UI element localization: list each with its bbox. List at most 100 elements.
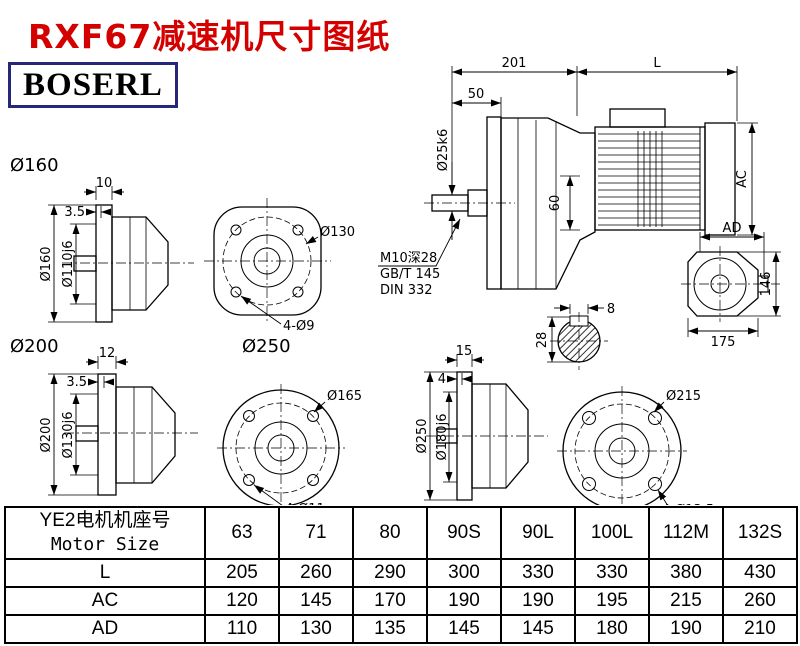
row-label: AC [4,586,206,616]
table-cell: 330 [500,558,576,588]
note-gbt145: GB/T 145 [380,267,440,282]
dim-4-o9: 4-Ø9 [283,319,314,334]
dim-o200: Ø200 [39,417,54,452]
motor-terminal-box [609,108,666,128]
flange200-label: Ø200 [10,336,59,357]
bolt-hole [230,224,242,236]
flange200-side-view: 12 3.5 Ø200 Ø130j6 [39,346,198,496]
row-label: AD [4,614,206,644]
bolt-hole [307,474,319,486]
shaft-key-section: 8 28 [535,302,615,370]
table-cell: 145 [426,614,502,644]
dim-key-28: 28 [535,332,550,349]
dim-15: 15 [456,344,473,359]
table-cell: 190 [648,614,724,644]
table-cell: 205 [204,558,280,588]
table-cell: 300 [426,558,502,588]
end-view: AD 146 175 [681,221,781,350]
dim-4-o11: 4-Ø11 [285,502,325,505]
motor-size-header-cn: YE2电机机座号 [39,510,171,531]
flange250-side-view: 15 4 Ø250 Ø180j6 [415,344,548,501]
size-header-cell: 80 [352,506,428,560]
page-title: RXF67减速机尺寸图纸 [28,17,391,56]
bolt-hole [648,477,662,491]
flange160-label: Ø160 [10,155,59,176]
flange200-plate [97,373,117,496]
table-cell: 130 [278,614,354,644]
dim-o110j6: Ø110j6 [61,241,76,288]
bolt-hole [582,411,596,425]
flange160-body [111,216,169,311]
flange160-side-view: 10 3.5 Ø160 Ø110j6 [39,176,194,323]
table-cell: 145 [278,586,354,616]
table-cell: 430 [722,558,798,588]
bolt-hole [230,286,242,298]
boserl-logo: BOSERL [8,62,178,108]
table-cell: 135 [352,614,428,644]
table-cell: 260 [278,558,354,588]
dim-o160: Ø160 [39,246,54,281]
dim-3-5-b: 3.5 [66,375,87,390]
dim-key-width-8: 8 [607,302,615,317]
flange160-shaft [73,255,97,272]
dim-175: 175 [711,335,736,350]
motor-fan-cover [704,122,736,236]
table-cell: 145 [500,614,576,644]
size-header-cell: 112M [648,506,724,560]
dim-50: 50 [468,87,485,102]
gearbox-housing [500,117,596,290]
dim-o165: Ø165 [327,389,362,404]
table-cell: 380 [648,558,724,588]
flange160-front-view: Ø130 4-Ø9 [204,198,355,334]
dim-10: 10 [96,176,113,191]
dim-4: 4 [438,372,446,387]
table-cell: 170 [352,586,428,616]
table-header-row: YE2电机机座号 Motor Size 63 71 80 90S 90L 100… [4,506,798,560]
size-header-cell: 63 [204,506,280,560]
size-header-cell: 132S [722,506,798,560]
dim-o180j6: Ø180j6 [435,414,450,461]
logo-text: BOSERL [23,66,163,103]
dim-o215: Ø215 [666,389,701,404]
note-din332: DIN 332 [380,283,433,298]
dim-o130: Ø130 [320,225,355,240]
dimension-table: YE2电机机座号 Motor Size 63 71 80 90S 90L 100… [4,506,798,644]
note-m10: M10深28 [380,251,437,266]
table-cell: 180 [574,614,650,644]
table-row-ac: AC 120 145 170 190 190 195 215 260 [4,586,798,616]
row-label: L [4,558,206,588]
table-cell: 260 [722,586,798,616]
bolt-hole [243,474,255,486]
table-cell: 190 [426,586,502,616]
dim-3-5-a: 3.5 [64,205,85,220]
bolt-hole [292,286,304,298]
table-row-ad: AD 110 130 135 145 145 180 190 210 [4,614,798,644]
motor-size-header: YE2电机机座号 Motor Size [4,506,206,560]
flange160-plate [95,204,113,323]
dim-146: 146 [759,272,774,297]
table-cell: 120 [204,586,280,616]
table-cell: 215 [648,586,724,616]
size-header-cell: 71 [278,506,354,560]
dim-ad: AD [723,221,742,236]
dim-12: 12 [99,346,116,361]
flange250-front-view: Ø215 4-Ø13.5 [557,386,714,505]
flange200-body [115,386,176,484]
flange200-shaft [75,425,99,442]
dim-o250: Ø250 [415,418,430,453]
bolt-hole [582,477,596,491]
table-cell: 210 [722,614,798,644]
bolt-hole [292,224,304,236]
size-header-cell: 90L [500,506,576,560]
dim-201: 201 [502,56,527,71]
dim-ac: AC [735,170,750,188]
table-cell: 290 [352,558,428,588]
flange200-front-view: Ø165 4-Ø11 [217,384,362,505]
dim-4-o13-5: 4-Ø13.5 [662,503,714,505]
dim-shaft-diameter: Ø25k6 [436,129,451,172]
table-cell: 330 [574,558,650,588]
dim-l: L [653,56,661,71]
dim-o130j6: Ø130j6 [61,412,76,459]
table-cell: 110 [204,614,280,644]
